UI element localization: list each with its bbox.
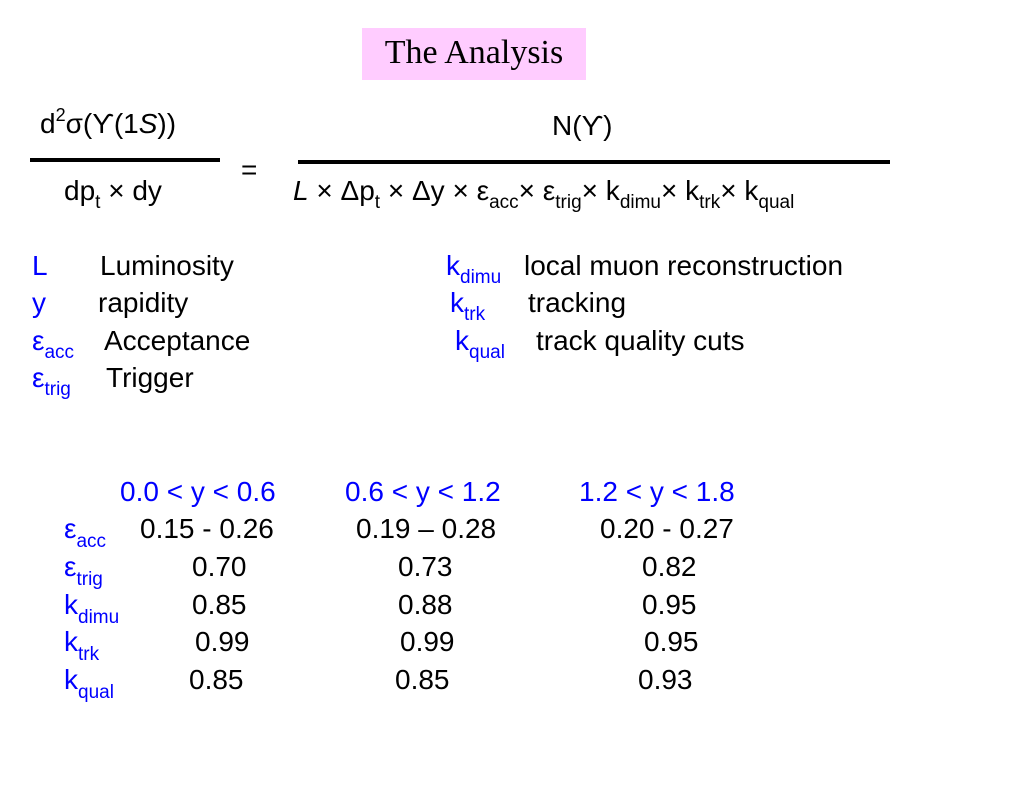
row-symbol: ε	[64, 513, 77, 544]
table-cell: 0.85	[189, 664, 244, 695]
dy-term: × dy	[100, 175, 162, 206]
formula-denominator-right: L × Δpt × Δy × εacc× εtrig× kdimu× ktrk×…	[293, 175, 795, 213]
k-symbol: k	[455, 325, 469, 356]
table-cell: 0.95	[642, 589, 697, 620]
row-symbol: k	[64, 626, 78, 657]
fraction-bar-right	[298, 160, 890, 164]
k-qual: × k	[720, 175, 759, 206]
fraction-bar-left	[30, 158, 220, 162]
table-header-bin-3: 1.2 < y < 1.8	[579, 476, 735, 507]
qual-sub: qual	[758, 192, 795, 213]
row-symbol: ε	[64, 551, 77, 582]
legend-symbol-trigger: εtrig	[32, 362, 71, 400]
legend-symbol-rapidity: y	[32, 287, 46, 318]
legend-desc-rapidity: rapidity	[98, 287, 189, 318]
k-symbol: k	[450, 287, 464, 318]
legend-symbol-luminosity: L	[32, 250, 48, 281]
trig-sub: trig	[555, 192, 582, 213]
trk-sub: trk	[699, 192, 721, 213]
row-subscript: trk	[78, 644, 100, 665]
sigma-upsilon: σ(ϒ(1	[65, 108, 139, 139]
formula-numerator-right: N(ϒ)	[552, 110, 613, 141]
table-cell: 0.20 - 0.27	[600, 513, 734, 544]
table-cell: 0.99	[195, 626, 250, 657]
formula-denominator-left: dpt × dy	[64, 175, 162, 213]
power-two: 2	[55, 105, 66, 125]
qual-subscript: qual	[469, 342, 505, 363]
table-cell: 0.70	[192, 551, 247, 582]
pt-sub: t	[374, 192, 381, 213]
legend-symbol-acceptance: εacc	[32, 325, 75, 363]
table-row-label-trk: ktrk	[64, 626, 100, 665]
row-symbol: k	[64, 589, 78, 620]
dimu-subscript: dimu	[460, 267, 502, 288]
eps-symbol: ε	[32, 325, 45, 356]
table-row-label-dimu: kdimu	[64, 589, 120, 628]
legend-desc-ktrk: tracking	[528, 287, 627, 318]
dp-sub-t: t	[95, 192, 101, 213]
legend-symbol-kdimu: kdimu	[446, 250, 502, 288]
row-subscript: dimu	[78, 607, 120, 628]
table-row-label-trig: εtrig	[64, 551, 103, 590]
page-title: The Analysis	[362, 28, 586, 80]
legend-desc-trigger: Trigger	[106, 362, 194, 393]
legend-symbol-ktrk: ktrk	[450, 287, 486, 325]
trig-subscript: trig	[44, 379, 71, 400]
closing-parens: ))	[157, 108, 177, 139]
legend-symbol-kqual: kqual	[455, 325, 505, 363]
equals-sign: =	[241, 154, 258, 185]
row-subscript: trig	[76, 569, 103, 590]
dp-symbol: dp	[64, 175, 96, 206]
k-trk: × k	[661, 175, 700, 206]
dimu-sub: dimu	[619, 192, 661, 213]
table-cell: 0.88	[398, 589, 453, 620]
table-cell: 0.99	[400, 626, 455, 657]
table-cell: 0.85	[395, 664, 450, 695]
legend-desc-kdimu: local muon reconstruction	[524, 250, 844, 281]
row-subscript: acc	[76, 531, 107, 552]
k-symbol: k	[446, 250, 460, 281]
eps-symbol: ε	[32, 362, 45, 393]
table-cell: 0.73	[398, 551, 453, 582]
legend-desc-kqual: track quality cuts	[536, 325, 745, 356]
legend-desc-acceptance: Acceptance	[104, 325, 251, 356]
delta-pt: × Δp	[308, 175, 375, 206]
k-dimu: × k	[581, 175, 620, 206]
table-cell: 0.19 – 0.28	[356, 513, 497, 544]
trk-subscript: trk	[464, 304, 486, 325]
table-header-bin-1: 0.0 < y < 0.6	[120, 476, 276, 507]
eps-trig: × ε	[518, 175, 556, 206]
delta-y-eps: × Δy × ε	[380, 175, 490, 206]
table-cell: 0.85	[192, 589, 247, 620]
row-subscript: qual	[78, 682, 114, 703]
table-cell: 0.93	[638, 664, 693, 695]
table-row-label-acc: εacc	[64, 513, 107, 552]
table-cell: 0.82	[642, 551, 697, 582]
acc-sub: acc	[489, 192, 519, 213]
table-cell: 0.15 - 0.26	[140, 513, 274, 544]
s-state: S	[138, 108, 158, 139]
table-cell: 0.95	[644, 626, 699, 657]
formula-numerator-left: d2σ(ϒ(1S))	[40, 105, 177, 143]
d-symbol: d	[40, 108, 56, 139]
acc-subscript: acc	[44, 342, 75, 363]
table-row-label-qual: kqual	[64, 664, 114, 703]
luminosity-symbol: L	[293, 175, 309, 206]
row-symbol: k	[64, 664, 78, 695]
legend-desc-luminosity: Luminosity	[100, 250, 234, 281]
table-header-bin-2: 0.6 < y < 1.2	[345, 476, 501, 507]
